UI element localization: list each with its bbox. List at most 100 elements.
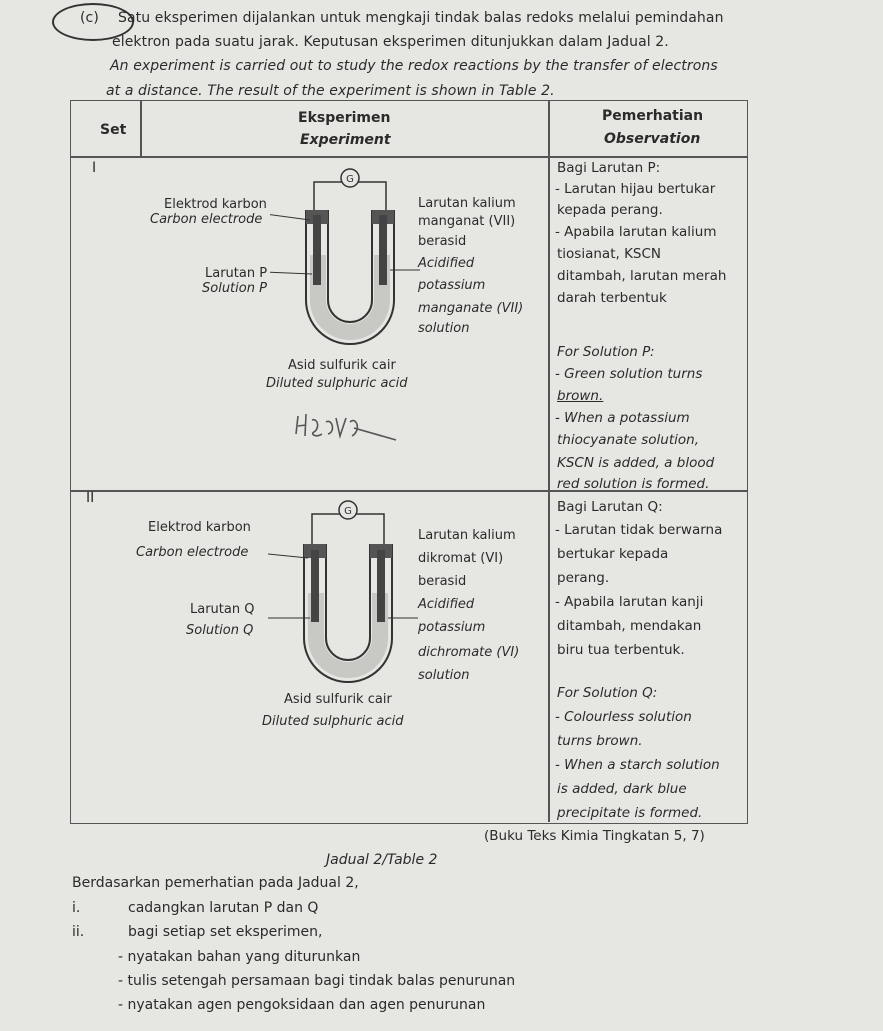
question-i-text: cadangkan larutan P dan Q bbox=[128, 900, 319, 916]
question-marker-circle bbox=[52, 3, 134, 41]
acid-label-en-i: Diluted sulphuric acid bbox=[266, 376, 408, 391]
electrode-left-ii bbox=[311, 550, 319, 622]
obs-ii-13: precipitate is formed. bbox=[557, 805, 703, 821]
reagent-ms-1-i: Larutan kalium bbox=[418, 196, 516, 211]
handwritten-scribble bbox=[295, 413, 397, 441]
u-tube-outer-i bbox=[305, 210, 395, 345]
obs-i-11: - When a potassium bbox=[555, 410, 690, 426]
header-observation-ms: Pemerhatian bbox=[602, 108, 704, 124]
electrode-label-ms-i: Elektrod karbon bbox=[164, 197, 267, 212]
reagent-ms-3-ii: berasid bbox=[418, 574, 467, 589]
obs-i-13: KSCN is added, a blood bbox=[557, 455, 715, 471]
reagent-ms-3-i: berasid bbox=[418, 234, 467, 249]
electrode-left-i bbox=[313, 215, 321, 285]
u-tube-apparatus-ii: G bbox=[268, 500, 418, 683]
obs-ii-2: - Larutan tidak berwarna bbox=[555, 522, 723, 538]
reagent-ms-2-ii: dikromat (VI) bbox=[418, 551, 504, 566]
solution-label-ms-p: Larutan P bbox=[205, 266, 268, 281]
obs-i-10: brown. bbox=[557, 388, 604, 404]
reagent-ms-2-i: manganat (VII) bbox=[418, 214, 516, 229]
question-ii-text: bagi setiap set eksperimen, bbox=[128, 924, 323, 940]
question-ii-number: ii. bbox=[72, 924, 85, 940]
solution-label-ms-q: Larutan Q bbox=[190, 602, 255, 617]
reagent-ms-1-ii: Larutan kalium bbox=[418, 528, 516, 543]
obs-ii-9: - Colourless solution bbox=[555, 709, 692, 725]
obs-i-4: - Apabila larutan kalium bbox=[555, 224, 717, 240]
obs-i-5: tiosianat, KSCN bbox=[557, 246, 662, 262]
leader-solution-p bbox=[270, 271, 313, 275]
connecting-wire-ii bbox=[311, 513, 385, 550]
obs-i-1: Bagi Larutan P: bbox=[557, 160, 661, 176]
reagent-en-3-i: manganate (VII) bbox=[418, 301, 524, 316]
galvanometer-i bbox=[340, 168, 360, 188]
reagent-en-3-ii: dichromate (VI) bbox=[418, 645, 520, 660]
header-experiment-ms: Eksperimen bbox=[298, 110, 391, 126]
electrode-label-ms-ii: Elektrod karbon bbox=[148, 520, 251, 535]
obs-ii-1: Bagi Larutan Q: bbox=[557, 499, 663, 515]
question-marker: (c) bbox=[80, 10, 99, 26]
obs-i-14: red solution is formed. bbox=[557, 476, 710, 492]
reagent-en-1-ii: Acidified bbox=[418, 597, 475, 612]
obs-ii-6: ditambah, mendakan bbox=[557, 618, 702, 634]
acid-label-ms-i: Asid sulfurik cair bbox=[288, 358, 396, 373]
table-divider-observation bbox=[548, 100, 550, 822]
table-source: (Buku Teks Kimia Tingkatan 5, 7) bbox=[484, 828, 705, 844]
u-tube-inner-i bbox=[327, 210, 373, 323]
obs-ii-11: - When a starch solution bbox=[555, 757, 720, 773]
u-tube-solution-i bbox=[310, 255, 390, 340]
galvanometer-label-ii: G bbox=[344, 506, 352, 517]
acid-label-ms-ii: Asid sulfurik cair bbox=[284, 692, 392, 707]
galvanometer-ii bbox=[338, 500, 358, 520]
electrode-right-ii bbox=[377, 550, 385, 622]
electrode-label-en-ii: Carbon electrode bbox=[136, 545, 249, 560]
obs-ii-10: turns brown. bbox=[557, 733, 643, 749]
intro-line-3: An experiment is carried out to study th… bbox=[110, 58, 718, 74]
electrode-label-en-i: Carbon electrode bbox=[150, 212, 263, 227]
leader-electrode-ii bbox=[268, 553, 309, 559]
question-bullet-1: - nyatakan bahan yang diturunkan bbox=[118, 949, 361, 965]
electrode-right-i bbox=[379, 215, 387, 285]
obs-ii-7: biru tua terbentuk. bbox=[557, 642, 685, 658]
intro-line-4: at a distance. The result of the experim… bbox=[106, 83, 555, 99]
obs-ii-5: - Apabila larutan kanji bbox=[555, 594, 704, 610]
question-bullet-3: - nyatakan agen pengoksidaan dan agen pe… bbox=[118, 997, 486, 1013]
header-experiment-en: Experiment bbox=[300, 132, 391, 148]
acid-label-en-ii: Diluted sulphuric acid bbox=[262, 714, 404, 729]
obs-i-8: For Solution P: bbox=[557, 344, 655, 360]
solution-label-en-p: Solution P bbox=[202, 281, 267, 296]
obs-ii-3: bertukar kepada bbox=[557, 546, 669, 562]
solution-label-en-q: Solution Q bbox=[186, 623, 254, 638]
u-tube-inner-ii bbox=[325, 544, 371, 661]
obs-i-3: kepada perang. bbox=[557, 202, 663, 218]
header-observation-en: Observation bbox=[604, 131, 701, 147]
questions-lead: Berdasarkan pemerhatian pada Jadual 2, bbox=[72, 875, 359, 891]
u-tube-solution-ii bbox=[308, 593, 388, 678]
obs-i-2: - Larutan hijau bertukar bbox=[555, 181, 716, 197]
obs-ii-12: is added, dark blue bbox=[557, 781, 687, 797]
set-number-ii: II bbox=[86, 490, 95, 506]
table-header-rule bbox=[70, 156, 748, 158]
leader-electrode-i bbox=[270, 214, 311, 221]
reagent-en-2-i: potassium bbox=[418, 278, 486, 293]
table-divider-set bbox=[140, 100, 142, 158]
question-i-number: i. bbox=[72, 900, 81, 916]
connecting-wire-i bbox=[313, 181, 387, 215]
reagent-en-4-i: solution bbox=[418, 321, 470, 336]
obs-i-12: thiocyanate solution, bbox=[557, 432, 700, 448]
obs-i-9: - Green solution turns bbox=[555, 366, 703, 382]
obs-ii-4: perang. bbox=[557, 570, 610, 586]
table-caption: Jadual 2/Table 2 bbox=[326, 852, 438, 868]
header-set: Set bbox=[100, 122, 127, 138]
table-row-rule bbox=[70, 490, 748, 492]
set-number-i: I bbox=[92, 160, 97, 176]
reagent-en-1-i: Acidified bbox=[418, 256, 475, 271]
intro-line-1: Satu eksperimen dijalankan untuk mengkaj… bbox=[118, 10, 724, 26]
u-tube-outer-ii bbox=[303, 544, 393, 683]
results-table bbox=[70, 100, 748, 824]
obs-i-7: darah terbentuk bbox=[557, 290, 667, 306]
intro-line-2: elektron pada suatu jarak. Keputusan eks… bbox=[112, 34, 669, 50]
u-tube-apparatus-i: G bbox=[270, 168, 420, 345]
obs-i-6: ditambah, larutan merah bbox=[557, 268, 727, 284]
galvanometer-label-i: G bbox=[346, 174, 354, 185]
reagent-en-4-ii: solution bbox=[418, 668, 470, 683]
